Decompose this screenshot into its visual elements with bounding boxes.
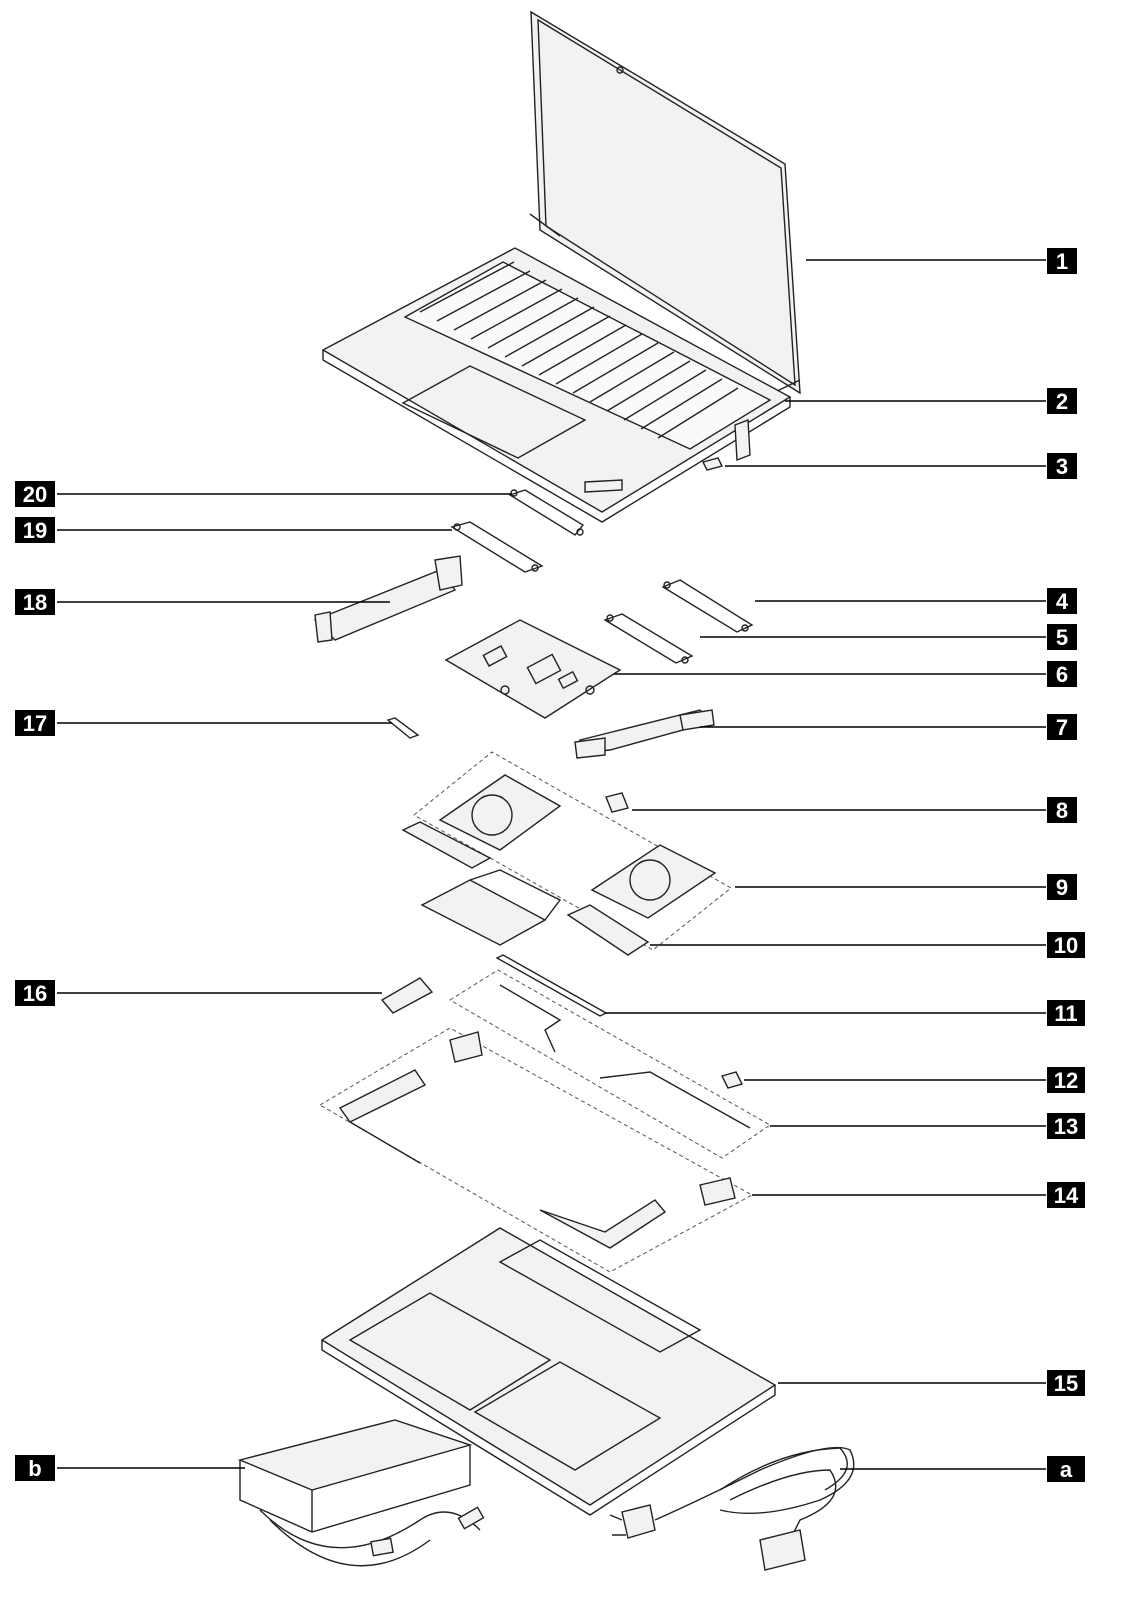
small-clip-12-illustration: [720, 1071, 744, 1089]
callout-11: 11: [1047, 1000, 1085, 1026]
callout-a: a: [1047, 1456, 1085, 1482]
speaker-assembly-illustration: [319, 1027, 754, 1273]
callout-6: 6: [1047, 661, 1077, 687]
power-cord-illustration: [609, 1446, 855, 1571]
cable-20-illustration: [508, 489, 585, 536]
callout-3: 3: [1047, 453, 1077, 479]
callout-18-label: 18: [23, 590, 47, 615]
cable-4-illustration: [661, 579, 754, 633]
leader-lines: [57, 259, 1046, 1470]
callout-11-label: 11: [1054, 1001, 1077, 1026]
callout-4: 4: [1047, 588, 1077, 614]
io-board-illustration: [574, 709, 715, 759]
callout-15-label: 15: [1054, 1371, 1078, 1396]
callout-5-label: 5: [1056, 625, 1068, 650]
thermal-module-illustration: [401, 821, 650, 956]
callout-7-label: 7: [1056, 715, 1068, 740]
callout-16-label: 16: [23, 981, 47, 1006]
system-board-illustration: [444, 619, 622, 719]
callout-5: 5: [1047, 624, 1077, 650]
callout-b-label: b: [28, 1456, 41, 1481]
callout-1: 1: [1047, 248, 1077, 274]
ssd-illustration: [380, 977, 434, 1014]
fingerprint-reader-illustration: [701, 419, 751, 471]
fan-assembly-illustration: [413, 751, 732, 951]
callout-10-label: 10: [1054, 933, 1078, 958]
cable-5-illustration: [603, 613, 694, 664]
flex-cable-set-illustration: [449, 969, 771, 1159]
callout-14: 14: [1047, 1182, 1085, 1208]
callout-4-label: 4: [1056, 589, 1069, 614]
callout-2-label: 2: [1056, 389, 1068, 414]
callout-9: 9: [1047, 874, 1077, 900]
callout-13-label: 13: [1054, 1114, 1078, 1139]
callout-a-label: a: [1060, 1457, 1073, 1482]
callout-15: 15: [1047, 1370, 1085, 1396]
callout-20-label: 20: [23, 482, 47, 507]
ac-adapter-illustration: [237, 1419, 485, 1567]
base-cover-illustration: [320, 1227, 777, 1516]
callout-10: 10: [1047, 932, 1085, 958]
callout-14-label: 14: [1054, 1183, 1079, 1208]
callout-9-label: 9: [1056, 875, 1068, 900]
cable-19-illustration: [450, 521, 544, 573]
callout-19: 19: [15, 517, 55, 543]
callout-17: 17: [15, 710, 55, 736]
antenna-cable-illustration: [495, 954, 608, 1017]
callout-2: 2: [1047, 388, 1077, 414]
usb-board-illustration: [313, 555, 463, 643]
lcd-assembly-illustration: [529, 10, 801, 395]
callout-17-label: 17: [23, 711, 47, 736]
callout-8: 8: [1047, 797, 1077, 823]
callout-8-label: 8: [1056, 798, 1068, 823]
small-cable-17-illustration: [386, 717, 420, 739]
callout-7: 7: [1047, 714, 1077, 740]
callout-b: b: [15, 1455, 55, 1481]
callout-19-label: 19: [23, 518, 47, 543]
small-bracket-8-illustration: [605, 792, 629, 813]
callout-1-label: 1: [1056, 249, 1068, 274]
keyboard-bezel-illustration: [321, 247, 792, 523]
callout-3-label: 3: [1056, 454, 1068, 479]
callout-20: 20: [15, 481, 55, 507]
callout-12: 12: [1047, 1067, 1085, 1093]
callout-18: 18: [15, 589, 55, 615]
callout-13: 13: [1047, 1113, 1085, 1139]
callout-6-label: 6: [1056, 662, 1068, 687]
callout-12-label: 12: [1054, 1068, 1078, 1093]
callout-16: 16: [15, 980, 55, 1006]
